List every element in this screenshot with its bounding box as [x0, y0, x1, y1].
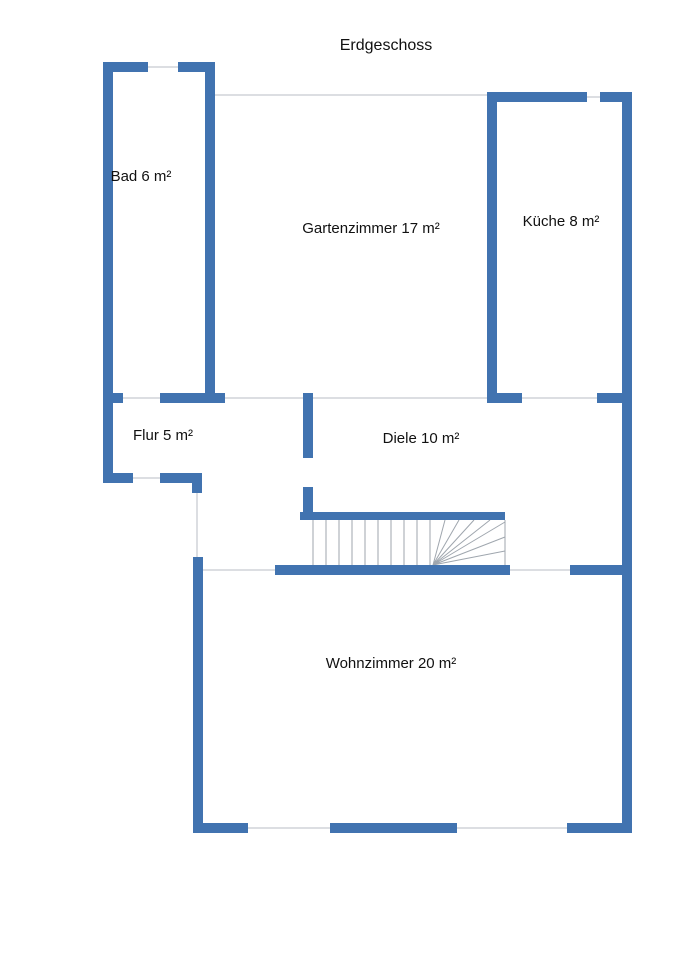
wall-mid-1: [103, 393, 123, 403]
wall-wohnzimmer-left: [193, 557, 203, 833]
room-label-gartenzimmer: Gartenzimmer 17 m²: [302, 220, 440, 237]
wall-stair-bottom: [275, 565, 510, 575]
plan-title: Erdgeschoss: [340, 37, 433, 54]
wall-diele-lower: [303, 487, 313, 520]
wall-diele-upper: [303, 393, 313, 458]
stair-winder-lines: [432, 519, 506, 566]
staircase: [312, 519, 506, 566]
wall-mid-3: [487, 393, 522, 403]
wall-bad-right: [205, 62, 215, 403]
room-label-kueche: Küche 8 m²: [523, 213, 600, 230]
wall-bottom-2: [330, 823, 457, 833]
room-boundaries-and-openings: [123, 66, 600, 829]
stair-treads: [312, 520, 506, 565]
wall-kueche-top-left: [487, 92, 587, 102]
wall-bottom-1: [193, 823, 248, 833]
wall-left-outer: [103, 62, 113, 483]
wall-bad-top-right: [178, 62, 215, 72]
wall-mid-4: [597, 393, 632, 403]
room-label-bad: Bad 6 m²: [111, 168, 172, 185]
wall-kueche-left: [487, 95, 497, 393]
room-labels: Bad 6 m² Gartenzimmer 17 m² Küche 8 m² F…: [111, 168, 600, 672]
room-label-wohnzimmer: Wohnzimmer 20 m²: [326, 655, 457, 672]
wall-flur-bottom-left: [103, 473, 133, 483]
room-label-flur: Flur 5 m²: [133, 427, 193, 444]
wall-stair-top: [300, 512, 505, 520]
room-label-diele: Diele 10 m²: [383, 430, 460, 447]
wall-flur-bottom-right: [160, 473, 202, 483]
wall-mid-2: [160, 393, 225, 403]
wall-right-outer: [622, 92, 632, 833]
wall-lower-mid-right: [570, 565, 632, 575]
wall-bad-top-left: [103, 62, 148, 72]
walls: [103, 62, 632, 833]
wall-kueche-top-right: [600, 92, 632, 102]
wall-flur-corner: [192, 473, 202, 493]
wall-bottom-3: [567, 823, 632, 833]
